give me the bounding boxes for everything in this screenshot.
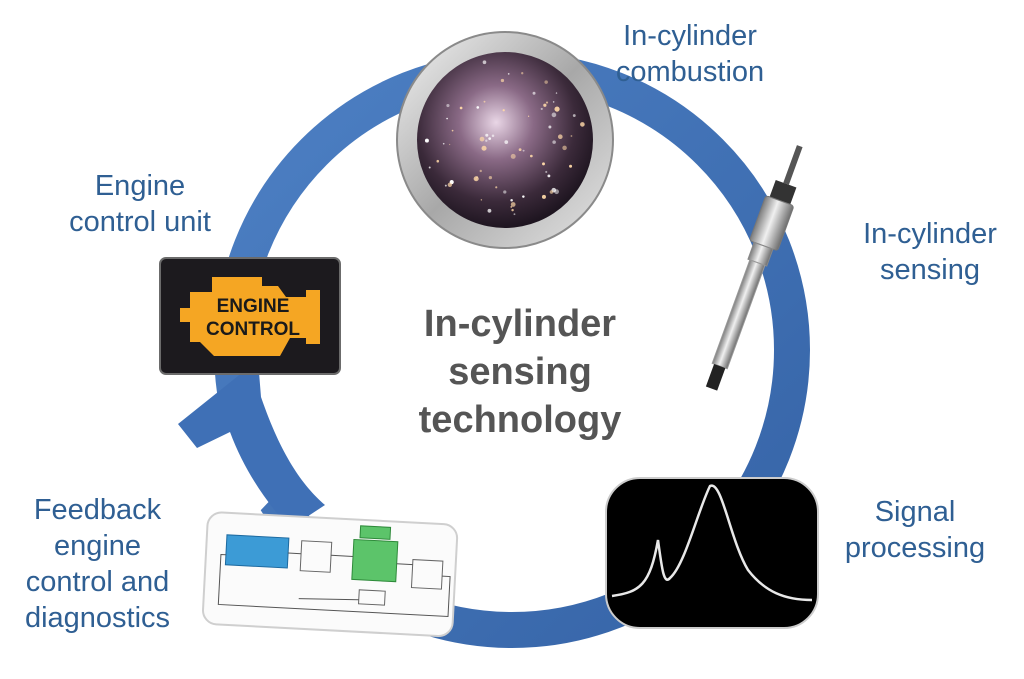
sparkle bbox=[543, 103, 547, 107]
label-signal: Signal processing bbox=[825, 494, 1005, 566]
pressure-trace bbox=[611, 484, 813, 602]
sparkle bbox=[485, 139, 488, 142]
sparkle bbox=[476, 106, 480, 109]
sparkle bbox=[542, 162, 545, 166]
sparkle bbox=[522, 195, 525, 198]
label-ecu-line1: Engine bbox=[94, 170, 186, 202]
sparkle bbox=[549, 190, 554, 194]
label-sensing: In-cylinder sensing bbox=[845, 216, 1015, 288]
cycle-arrow bbox=[178, 360, 325, 528]
sparkle bbox=[481, 145, 487, 151]
label-signal-line2: processing bbox=[844, 532, 986, 564]
sparkle bbox=[446, 117, 448, 120]
sparkle bbox=[491, 134, 495, 137]
center-title: In-cylinder sensing technology bbox=[380, 300, 660, 444]
sparkle bbox=[449, 143, 451, 146]
combustion-sparkles bbox=[424, 60, 585, 216]
center-title-line1: In-cylinder bbox=[423, 303, 617, 345]
sparkle bbox=[529, 154, 533, 158]
sparkle bbox=[555, 92, 558, 94]
label-sensing-line1: In-cylinder bbox=[863, 218, 997, 250]
block-diagram-card bbox=[201, 511, 459, 638]
sparkle bbox=[436, 159, 440, 163]
engine-badge-line1: ENGINE bbox=[217, 296, 290, 317]
sparkle bbox=[500, 78, 505, 83]
sparkle bbox=[510, 202, 516, 207]
sparkle bbox=[572, 114, 576, 117]
label-combustion-line1: In-cylinder bbox=[623, 20, 757, 52]
label-ecu-line2: control unit bbox=[69, 206, 211, 238]
sparkle bbox=[480, 199, 483, 201]
sparkle bbox=[551, 112, 557, 118]
label-feedback-line1: Feedback bbox=[33, 494, 162, 526]
sparkle bbox=[513, 213, 516, 216]
sparkle bbox=[544, 80, 548, 84]
sparkle bbox=[548, 125, 552, 129]
sparkle bbox=[442, 142, 445, 145]
sparkle bbox=[510, 199, 513, 202]
sparkle bbox=[522, 149, 525, 152]
sparkle bbox=[483, 100, 486, 103]
signal-scope-image bbox=[605, 477, 819, 629]
sparkle bbox=[446, 103, 450, 108]
label-combustion-line2: combustion bbox=[615, 56, 765, 88]
sparkle bbox=[532, 91, 536, 95]
sparkle bbox=[444, 184, 447, 187]
combustion-image bbox=[396, 31, 614, 249]
engine-badge-line2: CONTROL bbox=[206, 319, 300, 340]
sparkle bbox=[488, 176, 493, 180]
sparkle bbox=[580, 122, 585, 127]
sparkle bbox=[482, 60, 487, 65]
sparkle bbox=[570, 135, 573, 137]
sparkle bbox=[569, 164, 573, 168]
sparkle bbox=[518, 148, 522, 152]
sparkle bbox=[485, 133, 489, 137]
sparkle bbox=[554, 106, 560, 112]
sparkle bbox=[557, 134, 563, 140]
label-feedback-line4: diagnostics bbox=[24, 602, 171, 634]
sparkle bbox=[527, 115, 530, 117]
engine-icon bbox=[180, 277, 320, 356]
sparkle bbox=[541, 194, 546, 199]
sparkle bbox=[552, 140, 556, 144]
label-combustion: In-cylinder combustion bbox=[600, 18, 780, 90]
label-ecu: Engine control unit bbox=[45, 168, 235, 240]
sparkle bbox=[547, 174, 551, 178]
center-title-line2: sensing bbox=[448, 351, 592, 393]
sparkle bbox=[451, 129, 454, 132]
engine-control-badge bbox=[159, 257, 341, 375]
sparkle bbox=[545, 101, 549, 104]
sparkle bbox=[540, 107, 543, 111]
sparkle bbox=[552, 101, 555, 103]
sparkle bbox=[502, 109, 505, 112]
sparkle bbox=[473, 176, 479, 182]
sparkle bbox=[459, 106, 463, 110]
sparkle bbox=[487, 208, 492, 213]
pressure-sensor-image bbox=[705, 145, 803, 391]
sparkle bbox=[562, 145, 567, 151]
sparkle bbox=[504, 140, 509, 144]
center-title-line3: technology bbox=[418, 399, 622, 441]
sparkle bbox=[521, 72, 524, 75]
sparkle bbox=[495, 186, 498, 189]
sparkle bbox=[428, 166, 431, 169]
sparkle bbox=[507, 72, 510, 75]
label-sensing-line2: sensing bbox=[880, 254, 980, 286]
sparkle bbox=[424, 138, 429, 143]
label-feedback-line2: engine bbox=[53, 530, 142, 562]
sparkle bbox=[503, 190, 507, 194]
sparkle bbox=[510, 153, 516, 159]
sparkle bbox=[479, 136, 485, 142]
sparkle bbox=[479, 169, 482, 173]
sparkle bbox=[488, 137, 492, 140]
sparkle bbox=[510, 206, 513, 208]
sparkle bbox=[447, 182, 453, 187]
label-feedback-line3: control and bbox=[25, 566, 170, 598]
sparkle bbox=[545, 170, 548, 173]
label-feedback: Feedback engine control and diagnostics bbox=[10, 492, 185, 636]
label-signal-line1: Signal bbox=[874, 496, 956, 528]
sparkle bbox=[511, 208, 514, 212]
